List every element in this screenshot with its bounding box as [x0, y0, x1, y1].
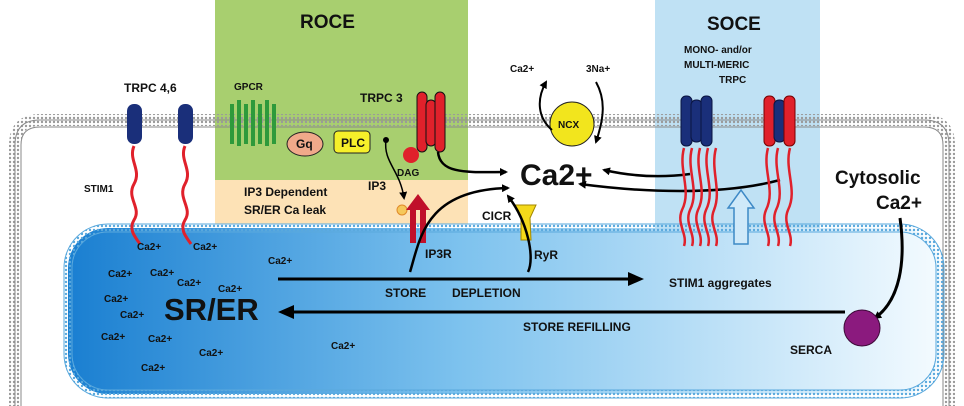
soce-title: SOCE	[707, 14, 761, 35]
ca-ion: Ca2+	[199, 348, 223, 359]
soce-channel-right	[763, 95, 796, 147]
ca-ion: Ca2+	[120, 310, 144, 321]
plc-label: PLC	[341, 136, 365, 150]
stim1-translocation-arrow	[726, 188, 756, 245]
sr-er-label: SR/ER	[164, 292, 259, 327]
soce-subtitle-1: MONO- and/or	[684, 45, 752, 56]
trpc46-channel-right	[178, 104, 193, 144]
ncx-label: NCX	[558, 120, 579, 131]
trpc3-channel	[416, 91, 446, 153]
gq-protein	[286, 131, 324, 157]
ca-ion: Ca2+	[193, 242, 217, 253]
ca-ion: Ca2+	[150, 268, 174, 279]
soce-subtitle-3: TRPC	[719, 75, 746, 86]
ip3r-receptor	[406, 194, 430, 243]
store-refilling-label: STORE REFILLING	[523, 320, 631, 334]
dag-label: DAG	[397, 168, 419, 179]
ca-ion: Ca2+	[177, 278, 201, 289]
stim1-aggregate-strands	[679, 147, 793, 247]
trpc46-label: TRPC 4,6	[124, 81, 177, 95]
ryr-label: RyR	[534, 248, 558, 262]
ca-ion: Ca2+	[101, 332, 125, 343]
ip3-burst-icon	[396, 204, 408, 216]
stim1-strand-right	[181, 145, 193, 245]
cytosolic-label-2: Ca2+	[876, 193, 922, 214]
serca-pump	[843, 309, 881, 347]
ip3-label: IP3	[368, 179, 386, 193]
ca-ion: Ca2+	[148, 334, 172, 345]
ca-ion: Ca2+	[268, 256, 292, 267]
soce-subtitle-2: MULTI-MERIC	[684, 60, 749, 71]
ca-ion: Ca2+	[104, 294, 128, 305]
store-depletion-label-1: STORE	[385, 286, 426, 300]
trpc46-channel-left	[127, 104, 142, 144]
trpc3-label: TRPC 3	[360, 91, 403, 105]
ca-ion-group: Ca2+ Ca2+ Ca2+ Ca2+ Ca2+ Ca2+ Ca2+ Ca2+ …	[101, 242, 355, 374]
ca-out-label: Ca2+	[510, 64, 534, 75]
stim1-label: STIM1	[84, 184, 114, 195]
soce-channel-left	[680, 95, 713, 147]
ip3-leak-label-1: IP3 Dependent	[244, 185, 327, 199]
na-label: 3Na+	[586, 64, 610, 75]
ca-ion: Ca2+	[137, 242, 161, 253]
ncx-exchanger	[549, 101, 595, 147]
stim1-aggregates-label: STIM1 aggregates	[669, 276, 772, 290]
plc-enzyme	[333, 130, 371, 154]
gpcr-receptor	[230, 100, 276, 146]
ca-ion: Ca2+	[108, 269, 132, 280]
ip3-leak-label-2: SR/ER Ca leak	[244, 203, 326, 217]
ca-ion: Ca2+	[331, 341, 355, 352]
dag-molecule	[403, 147, 419, 163]
store-depletion-label-2: DEPLETION	[452, 286, 521, 300]
ip3r-label: IP3R	[425, 247, 452, 261]
ca-ion: Ca2+	[218, 284, 242, 295]
gpcr-label: GPCR	[234, 82, 264, 93]
central-ca-label: Ca2+	[520, 159, 593, 192]
roce-title: ROCE	[300, 12, 355, 33]
gq-label: Gq	[296, 137, 313, 151]
ca-ion: Ca2+	[141, 363, 165, 374]
cytosolic-label-1: Cytosolic	[835, 168, 921, 189]
cicr-label: CICR	[482, 209, 512, 223]
serca-label: SERCA	[790, 343, 832, 357]
stim1-strand-left	[130, 145, 142, 245]
